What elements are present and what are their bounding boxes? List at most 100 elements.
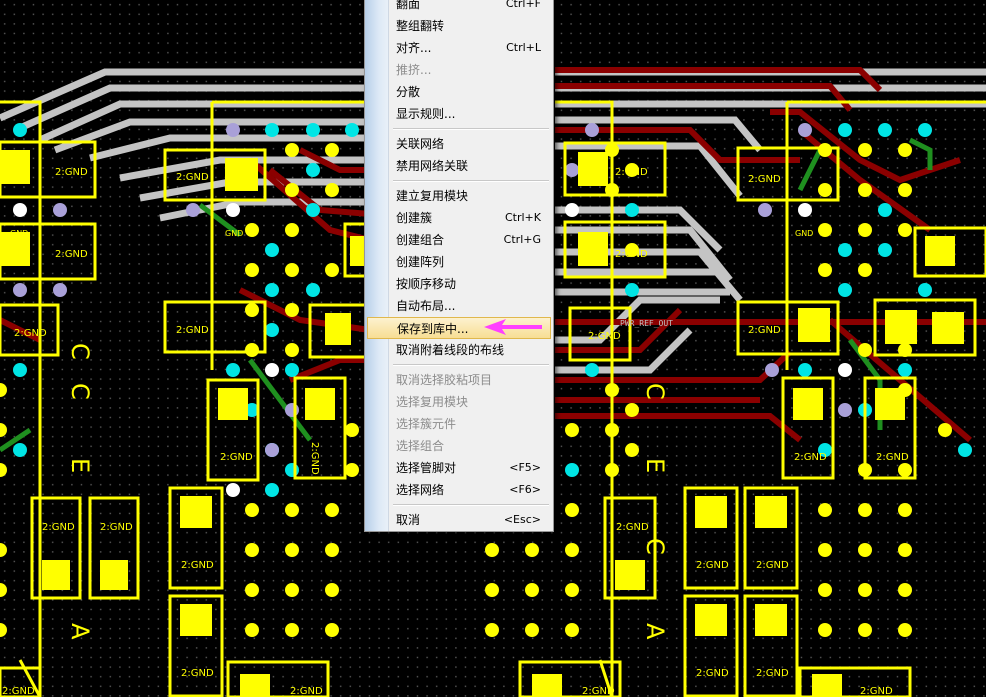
pad-label: 2:GND xyxy=(876,452,909,463)
menu-item-shortcut: <F5> xyxy=(509,461,541,474)
menu-item[interactable]: 显示规则... xyxy=(367,103,551,125)
menu-item[interactable]: 选择网络 <F6> xyxy=(367,479,551,501)
menu-item[interactable]: 分散 xyxy=(367,81,551,103)
vias-lavender xyxy=(13,123,852,457)
menu-item[interactable]: 取消 <Esc> xyxy=(367,509,551,531)
silk-glyph: C xyxy=(66,343,94,360)
menu-item-label: 取消附着线段的布线 xyxy=(396,343,505,357)
menu-item-shortcut: Ctrl+K xyxy=(504,211,541,224)
menu-item-label: 整组翻转 xyxy=(396,19,445,33)
pad-label: 2:GND xyxy=(756,560,789,571)
pad-label: 2:GND xyxy=(696,668,729,679)
menu-item-shortcut: Ctrl+G xyxy=(503,233,541,246)
pad-label: 2:GND xyxy=(55,249,88,260)
menu-item[interactable]: 禁用网络关联 xyxy=(367,155,551,177)
silk-glyph: E xyxy=(66,458,94,473)
menu-item-shortcut: <Esc> xyxy=(503,513,541,526)
silk-glyph: E xyxy=(641,458,669,473)
menu-separator xyxy=(393,180,549,182)
pad-label: 2:GND xyxy=(100,522,133,533)
menu-item[interactable]: 创建簇 Ctrl+K xyxy=(367,207,551,229)
pad-label: 2:GND xyxy=(220,452,253,463)
menu-item-label: 推挤... xyxy=(396,63,432,77)
pad-label: 2:GND xyxy=(748,174,781,185)
pad-label: 2:GND xyxy=(176,172,209,183)
menu-item-label: 按顺序移动 xyxy=(396,277,457,291)
menu-separator xyxy=(393,128,549,130)
menu-item-label: 分散 xyxy=(396,85,421,99)
menu-item[interactable]: 创建组合 Ctrl+G xyxy=(367,229,551,251)
pad-label: 2:GND xyxy=(748,325,781,336)
pad-label: 2:GND xyxy=(616,522,649,533)
menu-item[interactable]: 建立复用模块 xyxy=(367,185,551,207)
pad-label: 2:GND xyxy=(756,668,789,679)
menu-item-label: 对齐... xyxy=(396,41,432,55)
menu-item-label: 保存到库中... xyxy=(397,322,469,336)
pad-label: 2:GND xyxy=(176,325,209,336)
pad-label: 2:GND xyxy=(290,686,323,697)
pad-label: 2:GND xyxy=(615,249,648,260)
menu-item[interactable]: 关联网络 xyxy=(367,133,551,155)
menu-item: 选择簇元件 xyxy=(367,413,551,435)
pad-label: 2:GND xyxy=(582,686,615,697)
menu-separator xyxy=(393,504,549,506)
net-label-gnd: GND xyxy=(10,229,28,238)
pad-label: 2:GND xyxy=(14,328,47,339)
menu-item: 选择复用模块 xyxy=(367,391,551,413)
pad-label: 2:GND xyxy=(588,331,621,342)
silk-glyph: C xyxy=(66,383,94,400)
menu-item[interactable]: 整组翻转 xyxy=(367,15,551,37)
menu-icon-gutter xyxy=(365,0,389,531)
menu-item-label: 选择簇元件 xyxy=(396,417,457,431)
menu-item-label: 禁用网络关联 xyxy=(396,159,469,173)
menu-item-shortcut: <F6> xyxy=(509,483,541,496)
menu-item: 选择组合 xyxy=(367,435,551,457)
menu-item-label: 关联网络 xyxy=(396,137,445,151)
silk-glyph: C xyxy=(641,383,669,400)
menu-item-label: 创建阵列 xyxy=(396,255,445,269)
net-label-trace: PWR_REF_OUT xyxy=(620,319,673,328)
pad-label: 2:GND xyxy=(181,560,214,571)
menu-item[interactable]: 创建阵列 xyxy=(367,251,551,273)
pad-label: 2:GND xyxy=(42,522,75,533)
pad-label: 2:GND xyxy=(794,452,827,463)
menu-item: 推挤... xyxy=(367,59,551,81)
menu-item-label: 自动布局... xyxy=(396,299,456,313)
menu-item-label: 选择组合 xyxy=(396,439,445,453)
pad-label: 2:GND xyxy=(181,668,214,679)
pointer-arrow-icon xyxy=(484,319,542,335)
menu-item-label: 创建组合 xyxy=(396,233,445,247)
vias-white xyxy=(13,203,852,497)
silk-glyph: C xyxy=(641,538,669,555)
silk-glyph: A xyxy=(641,623,669,640)
menu-item-label: 选择复用模块 xyxy=(396,395,469,409)
pads xyxy=(0,140,986,697)
pad-label: 2:GND xyxy=(2,686,35,697)
vias-yellow xyxy=(0,143,952,637)
menu-item[interactable]: 按顺序移动 xyxy=(367,273,551,295)
menu-item-shortcut: Ctrl+L xyxy=(506,41,541,54)
menu-item-label: 取消选择胶粘项目 xyxy=(396,373,493,387)
menu-item[interactable]: 对齐... Ctrl+L xyxy=(367,37,551,59)
pad-label: 2:GND xyxy=(696,560,729,571)
menu-separator xyxy=(393,364,549,366)
pad-fills xyxy=(0,150,964,697)
pad-label: 2:GND xyxy=(860,686,893,697)
pad-label: 2:GND xyxy=(615,167,648,178)
menu-item[interactable]: 取消附着线段的布线 xyxy=(367,339,551,361)
menu-item-label: 取消 xyxy=(396,513,421,527)
context-menu[interactable]: 翻面 Ctrl+F 整组翻转对齐... Ctrl+L 推挤... 分散显示规则... 关联网… xyxy=(364,0,554,532)
menu-item-label: 翻面 xyxy=(396,0,421,11)
menu-item-label: 显示规则... xyxy=(396,107,456,121)
menu-item-shortcut: Ctrl+F xyxy=(505,0,541,10)
menu-item-label: 选择网络 xyxy=(396,483,445,497)
menu-item[interactable]: 自动布局... xyxy=(367,295,551,317)
pad-label: 2:GND xyxy=(55,167,88,178)
net-label-gnd: GND xyxy=(225,229,243,238)
net-label-gnd: GND xyxy=(795,229,813,238)
menu-item: 取消选择胶粘项目 xyxy=(367,369,551,391)
pad-label: 2:GND xyxy=(309,442,320,475)
menu-item-label: 创建簇 xyxy=(396,211,433,225)
menu-item[interactable]: 翻面 Ctrl+F xyxy=(367,0,551,15)
menu-item[interactable]: 选择管脚对<F5> xyxy=(367,457,551,479)
